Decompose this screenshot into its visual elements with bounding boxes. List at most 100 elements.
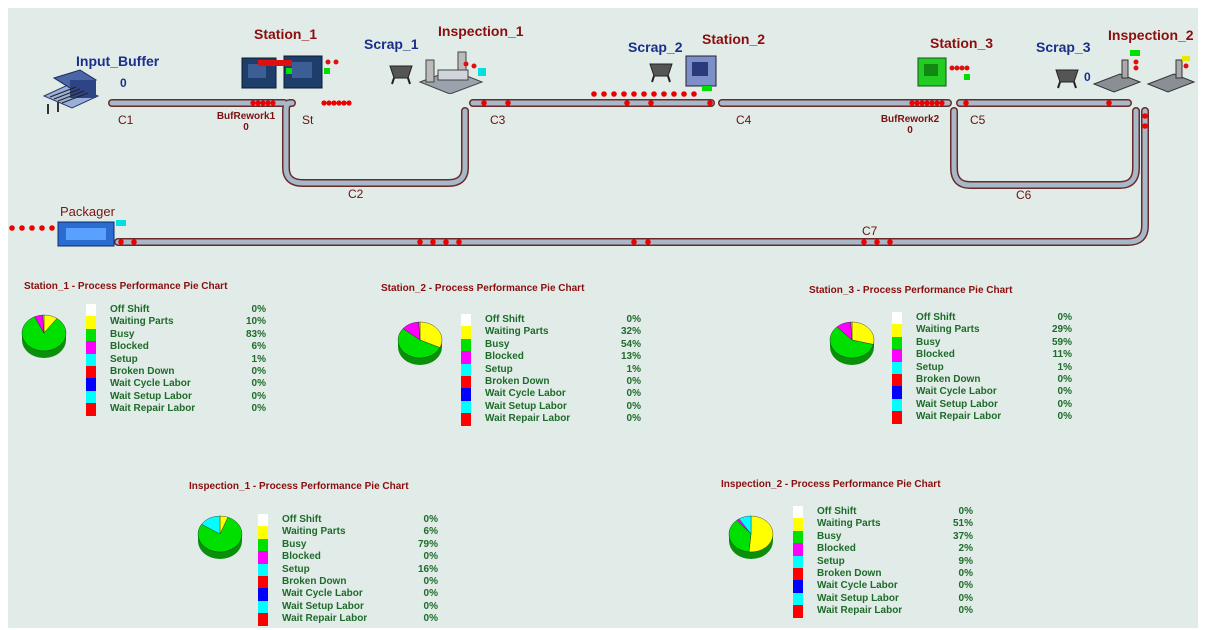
legend-value: 1%: [1057, 361, 1072, 373]
legend-label: Blocked: [485, 351, 524, 363]
legend-swatch: [793, 567, 803, 581]
bufrework1-count: 0: [243, 122, 249, 133]
legend-swatch: [793, 530, 803, 544]
pie-slice-busy: [829, 326, 874, 359]
legend-value: 0%: [1057, 386, 1072, 398]
legend-label: Setup: [282, 563, 310, 575]
pie-slice-busy: [728, 519, 752, 553]
legend-swatch: [86, 378, 96, 391]
legend-label: Broken Down: [916, 373, 981, 385]
scrap-2-bin-icon[interactable]: [648, 58, 674, 84]
legend-value: 0%: [626, 375, 641, 387]
legend-label: Waiting Parts: [282, 526, 346, 538]
legend-swatch: [86, 403, 96, 416]
legend-value: 0%: [1057, 411, 1072, 423]
bufrework2-name: BufRework2: [880, 114, 940, 125]
legend-row: Waiting Parts 6%: [258, 526, 438, 539]
station-1-machine-icon[interactable]: [240, 50, 348, 92]
inspection-2-machine-icon[interactable]: [1092, 48, 1196, 98]
legend-swatch: [892, 398, 902, 412]
legend-label: Off Shift: [817, 506, 857, 517]
legend-label: Wait Repair Labor: [110, 403, 196, 415]
legend-value: 0%: [626, 413, 641, 425]
station-2-label: Station_2: [702, 31, 766, 47]
conveyor-st-label: St: [302, 113, 314, 127]
legend-value: 0%: [251, 365, 266, 377]
pie-chart: [397, 321, 443, 365]
legend-swatch: [793, 518, 803, 531]
legend-value: 79%: [417, 538, 438, 550]
legend-value: 6%: [423, 526, 438, 538]
station-3-machine-icon[interactable]: [916, 50, 976, 90]
station-2-machine-icon[interactable]: [682, 48, 726, 92]
legend-swatch: [86, 328, 96, 342]
legend-value: 0%: [423, 613, 438, 625]
legend-value: 10%: [245, 316, 266, 328]
pie-slice-setup: [42, 314, 45, 334]
packager-label: Packager: [60, 204, 115, 219]
legend-value: 0%: [958, 567, 973, 579]
legend-label: Blocked: [817, 543, 856, 555]
legend-swatch: [892, 386, 902, 399]
legend-label: Busy: [916, 336, 941, 348]
legend-swatch: [86, 341, 96, 354]
legend-value: 0%: [626, 314, 641, 325]
legend-label: Setup: [817, 555, 845, 567]
pie-chart: [728, 515, 774, 559]
legend-swatch: [793, 580, 803, 593]
legend-swatch: [461, 314, 471, 327]
legend-swatch: [793, 555, 803, 568]
legend-swatch: [461, 338, 471, 352]
legend-label: Off Shift: [916, 312, 956, 323]
legend-swatch: [258, 613, 268, 626]
legend-value: 13%: [620, 351, 641, 363]
inspection-1-machine-icon[interactable]: [416, 42, 496, 94]
legend-label: Wait Cycle Labor: [282, 588, 363, 600]
legend-swatch: [258, 551, 268, 564]
scrap-1-bin-icon[interactable]: [388, 60, 414, 86]
legend-swatch: [461, 400, 471, 414]
bufrework1-label: BufRework1 0: [216, 111, 276, 133]
legend-swatch: [793, 506, 803, 519]
legend-label: Waiting Parts: [817, 518, 881, 530]
legend-value: 32%: [620, 326, 641, 338]
legend-label: Wait Setup Labor: [485, 400, 567, 412]
legend-value: 0%: [251, 390, 266, 402]
legend-label: Busy: [817, 530, 842, 542]
pie-chart: [197, 515, 243, 559]
input-buffer-label: Input_Buffer: [76, 53, 160, 69]
legend-value: 0%: [251, 378, 266, 390]
inspection-1-label: Inspection_1: [438, 23, 524, 39]
pie-slice-busy: [21, 316, 67, 352]
packager-machine-icon[interactable]: [54, 216, 130, 252]
legend-label: Wait Cycle Labor: [817, 580, 898, 592]
legend-swatch: [86, 390, 96, 404]
legend-swatch: [461, 375, 471, 389]
legend-swatch: [258, 575, 268, 589]
legend-label: Wait Cycle Labor: [916, 386, 997, 398]
legend-label: Broken Down: [282, 575, 347, 587]
legend-swatch: [461, 413, 471, 426]
legend-label: Wait Repair Labor: [817, 605, 903, 617]
scrap-3-bin-icon[interactable]: [1054, 64, 1080, 90]
input-buffer-icon[interactable]: [40, 66, 102, 118]
scrap-3-label: Scrap_3: [1036, 39, 1091, 55]
legend-swatch: [793, 543, 803, 556]
